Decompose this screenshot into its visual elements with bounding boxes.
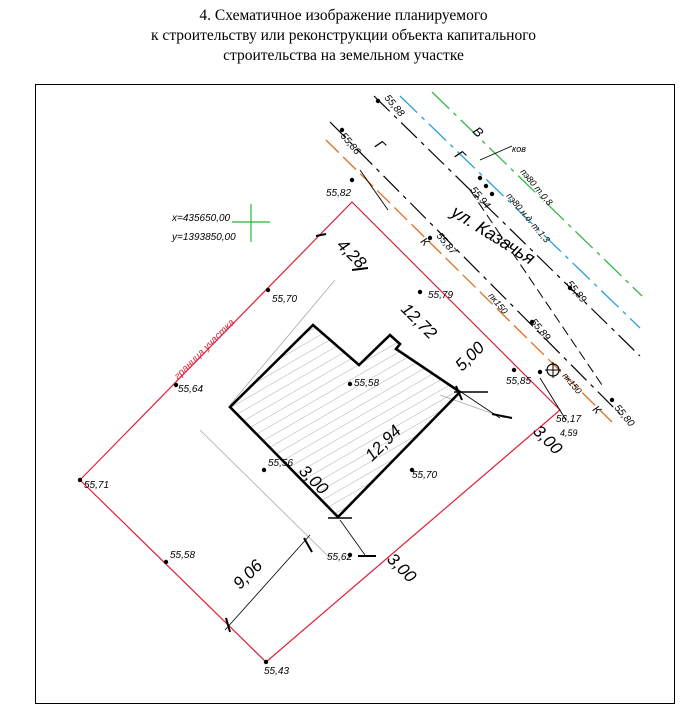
power-line [431,91,643,297]
gas-line [325,139,613,423]
svg-text:55,85: 55,85 [506,376,531,387]
svg-text:55,80: 55,80 [612,403,637,430]
manhole-icon [545,362,561,378]
coord-y-label: y=1393850,00 [171,232,236,243]
svg-text:4,59: 4,59 [560,428,578,438]
dim-4-28: 4,28 [333,235,370,272]
svg-text:55,64: 55,64 [178,384,203,395]
svg-text:55,58: 55,58 [354,378,379,389]
svg-text:55,86: 55,86 [338,131,363,158]
heading-line-3: строительства на земельном участке [223,47,464,64]
svg-text:Г: Г [452,147,470,165]
coord-x-label: x=435650,00 [171,213,231,224]
road-edge-line [373,95,641,357]
dim-3-00-bottom: 3,00 [383,549,420,586]
svg-text:В: В [470,124,487,141]
road-edge-line-2 [329,121,621,415]
heading-line-2: к строительству или реконструкции объект… [151,27,536,44]
plot-boundary-label: граница участка [172,317,237,382]
planned-building [228,323,463,519]
svg-text:55,70: 55,70 [412,470,437,481]
dim-9-06: 9,06 [229,556,266,593]
svg-text:55,70: 55,70 [272,294,297,305]
svg-text:55,71: 55,71 [84,480,109,491]
svg-text:К: К [590,404,603,417]
dim-3-00-right: 3,00 [529,421,566,458]
svg-text:пэ80 т.0,8: пэ80 т.0,8 [518,167,554,207]
svg-text:55,89: 55,89 [528,317,553,344]
svg-text:ков: ков [512,144,526,154]
svg-text:55,43: 55,43 [264,666,289,677]
svg-text:пк150: пк150 [486,291,509,316]
elevation-points [77,98,615,665]
svg-text:56,17: 56,17 [556,414,581,425]
coordinate-cross-icon [232,204,270,242]
svg-text:55,87: 55,87 [434,231,459,258]
svg-text:55,88: 55,88 [382,93,407,120]
svg-text:55,82: 55,82 [326,188,351,199]
svg-text:55,56: 55,56 [268,458,293,469]
sewer-line [469,189,605,389]
svg-text:55,62: 55,62 [327,552,352,563]
dim-5-00: 5,00 [451,338,488,375]
water-line [399,95,641,329]
heading-line-1: 4. Схематичное изображение планируемого [199,7,488,24]
svg-text:Г: Г [372,137,390,155]
elevation-labels: 55,88 55,86 55,82 55,94 55,87 55,70 55,7… [84,93,636,677]
svg-text:55,58: 55,58 [170,550,195,561]
svg-text:55,79: 55,79 [428,290,453,301]
page-heading: 4. Схематичное изображение планируемого … [0,6,687,66]
dim-12-72: 12,72 [397,299,441,343]
